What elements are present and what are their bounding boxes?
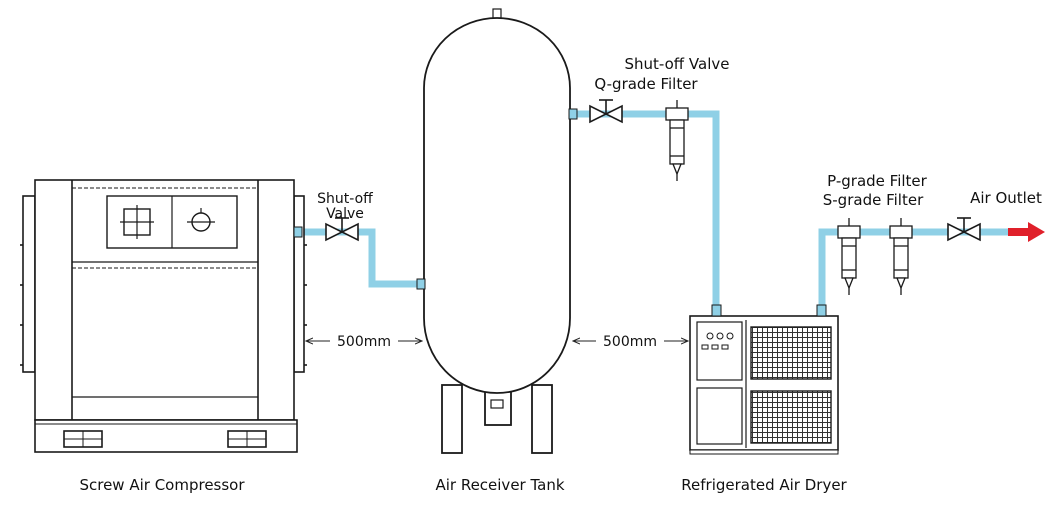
refrigerated-air-dryer <box>689 304 839 455</box>
tank-label: Air Receiver Tank <box>435 476 564 494</box>
dimension-label-right: 500mm <box>603 334 657 350</box>
compressor-label: Screw Air Compressor <box>79 476 245 494</box>
shut-off-valve-2 <box>589 99 623 124</box>
shut-off-valve-1 <box>325 217 359 242</box>
air-outlet-arrow <box>1008 222 1045 242</box>
valve1-label-line2: Valve <box>326 206 364 222</box>
valve2-label: Shut-off Valve <box>625 55 730 73</box>
dryer-label: Refrigerated Air Dryer <box>681 476 847 494</box>
p-filter-label: P-grade Filter <box>827 172 928 190</box>
air-outlet-label: Air Outlet <box>970 189 1042 207</box>
shut-off-valve-3 <box>947 217 981 242</box>
p-grade-filter <box>837 218 861 295</box>
q-filter-label: Q-grade Filter <box>594 75 698 93</box>
valve1-label-line1: Shut-off <box>317 191 373 207</box>
q-grade-filter <box>665 100 689 181</box>
s-grade-filter <box>889 218 913 295</box>
s-filter-label: S-grade Filter <box>823 191 924 209</box>
compressor-outlet-nozzle <box>293 226 303 238</box>
air-receiver-tank <box>416 8 578 454</box>
screw-air-compressor <box>20 179 307 453</box>
dimension-label-left: 500mm <box>337 334 391 350</box>
